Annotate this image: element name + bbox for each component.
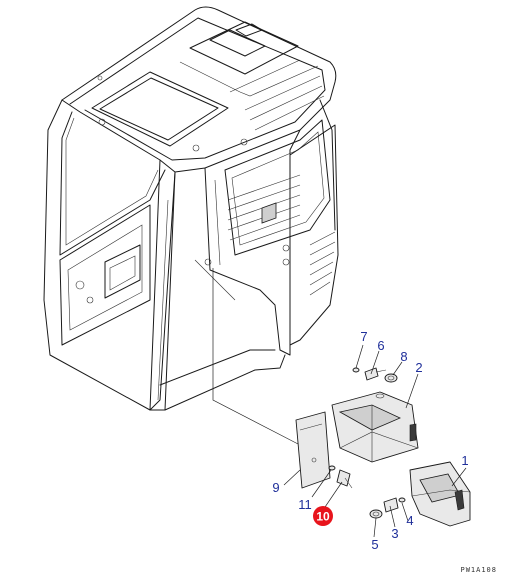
part-8-cap [384, 373, 398, 383]
callout-1: 1 [461, 453, 468, 468]
part-11-washer [328, 465, 336, 471]
callout-10-highlight[interactable]: 10 [313, 506, 333, 526]
callout-3: 3 [391, 526, 398, 541]
part-3-bolt [383, 497, 399, 513]
callout-4: 4 [406, 513, 413, 528]
callout-9: 9 [272, 480, 279, 495]
part-7-washer [352, 367, 360, 373]
operator-cab [43, 6, 339, 411]
callout-7: 7 [360, 329, 367, 344]
part-1-bracket [409, 461, 471, 527]
callout-8: 8 [400, 349, 407, 364]
drawing-code: PW1A108 [460, 566, 497, 574]
callout-2: 2 [415, 360, 422, 375]
part-6-bolt [364, 367, 387, 381]
callout-5: 5 [371, 537, 378, 552]
callout-11: 11 [298, 497, 312, 512]
part-4-washer [398, 497, 406, 503]
part-5-cap [369, 509, 383, 519]
part-10-bolt [336, 469, 353, 489]
part-9-plate [295, 411, 331, 489]
reference-line [212, 268, 301, 446]
part-2-cover [331, 391, 419, 463]
leader-lines [283, 344, 467, 538]
callout-6: 6 [377, 338, 384, 353]
callout-10: 10 [316, 510, 330, 524]
